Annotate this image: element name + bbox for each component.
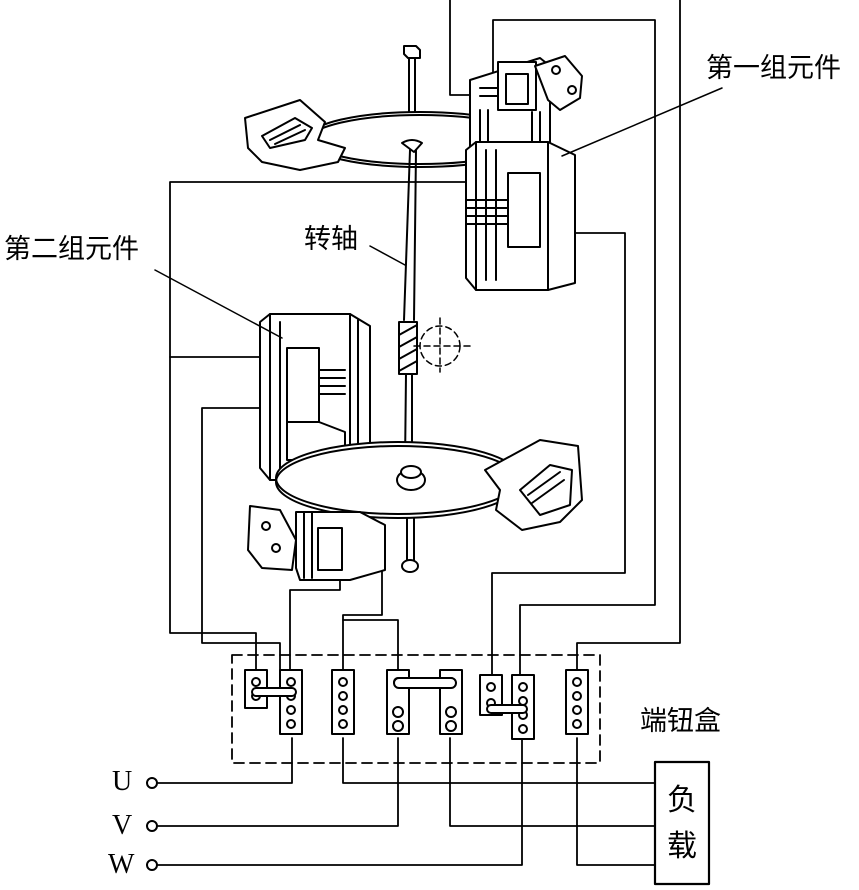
shaft-line-2 <box>413 149 417 321</box>
group1-element <box>465 55 723 291</box>
phase-inputs <box>146 777 158 871</box>
terminal-2 <box>279 669 303 735</box>
g2-leader <box>154 269 283 339</box>
g2-current-window <box>317 527 343 571</box>
g2-voltage-window <box>286 347 320 423</box>
wire-W-term <box>576 737 656 866</box>
g1-current-window <box>507 172 541 248</box>
g2-bracket-hole-1 <box>261 521 271 531</box>
gear-crosshair <box>413 317 471 373</box>
shaft-label: 转轴 <box>304 224 358 255</box>
top-bearing <box>403 45 421 59</box>
lower-brake-line-1 <box>527 471 561 496</box>
terminal-box-outline <box>231 654 601 764</box>
g1-voltage-coil-inner <box>505 73 529 105</box>
terminal-box <box>231 654 601 764</box>
link-1-2 <box>251 687 297 697</box>
wire-g2-voltage <box>201 407 286 676</box>
worm-hatch-3 <box>398 348 418 360</box>
group1-label: 第一组元件 <box>706 53 841 84</box>
shaft-top-cup <box>401 139 423 153</box>
lower-hub-top <box>400 465 422 479</box>
worm-hatch-4 <box>398 360 418 372</box>
upper-brake-line-2 <box>274 129 306 145</box>
wire-g2-current-b <box>342 539 383 676</box>
wire-mid-top <box>342 619 399 676</box>
load-box <box>653 760 711 886</box>
wire-U-term <box>342 737 656 784</box>
phase-W-terminal <box>146 859 158 871</box>
wire-outer-right-2 <box>492 19 656 676</box>
wire-U <box>157 737 293 784</box>
load-label-line1: 负 <box>667 783 697 818</box>
shaft-leader <box>369 245 406 266</box>
link-6-7 <box>486 704 528 714</box>
phase-U-label: U <box>112 766 133 797</box>
terminal-box-label: 端钮盒 <box>640 706 721 737</box>
lower-mechanism <box>247 439 583 581</box>
load-label-line2: 载 <box>667 829 697 864</box>
g2-mount-bracket <box>247 505 297 571</box>
g2-bracket-hole-2 <box>271 543 281 553</box>
g1-mount-lug <box>534 55 583 111</box>
wire-outer-right-1 <box>449 0 476 96</box>
wiring <box>157 0 681 866</box>
terminal-6 <box>479 674 503 716</box>
phase-V-terminal <box>146 820 158 832</box>
g1-leader <box>561 87 723 157</box>
phase-U-terminal <box>146 777 158 789</box>
terminal-3 <box>331 669 355 735</box>
group2-label: 第二组元件 <box>4 234 139 265</box>
wire-outer-right-3 <box>576 0 681 676</box>
phase-V-label: V <box>112 810 133 841</box>
lower-brake-line-2 <box>531 479 565 504</box>
g1-lug-hole-1 <box>551 65 561 75</box>
phase-W-label: W <box>108 849 135 880</box>
wire-V <box>157 737 399 827</box>
link-4-5 <box>393 677 457 689</box>
g1-lug-hole-2 <box>567 85 577 95</box>
wire-W <box>157 737 523 866</box>
terminal-8 <box>565 669 589 735</box>
upper-brake-line-1 <box>269 124 301 141</box>
wire-g1-voltage-left <box>169 181 471 676</box>
shaft-line-1 <box>403 149 411 321</box>
wire-V-term <box>449 737 656 827</box>
lower-pivot <box>401 559 419 573</box>
worm-hatch-1 <box>398 324 418 336</box>
wire-g1-current <box>491 232 626 676</box>
worm-hatch-2 <box>398 336 418 348</box>
